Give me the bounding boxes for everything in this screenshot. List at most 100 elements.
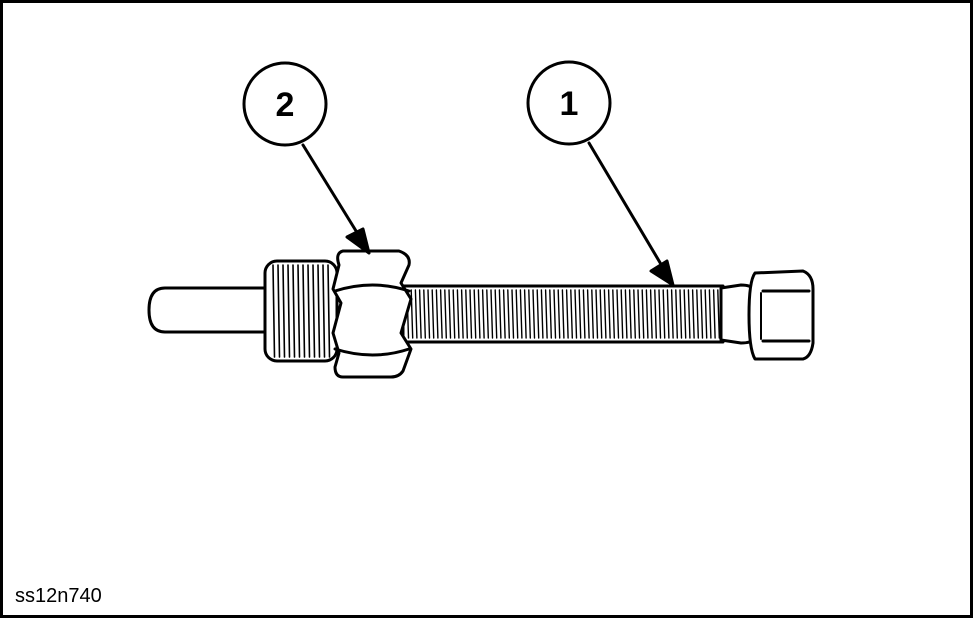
thread-line — [282, 264, 286, 358]
thread-line — [654, 289, 657, 339]
callout-2-circle — [242, 61, 328, 147]
thread-line — [507, 289, 510, 339]
thread-line — [490, 289, 494, 339]
thread-line — [448, 289, 452, 339]
hex-nut-face-top — [333, 283, 411, 293]
callout-2-leader — [301, 143, 363, 241]
tool-illustration: 2 1 — [147, 60, 815, 379]
thread-line — [327, 264, 331, 358]
thread-line — [456, 289, 460, 339]
thread-line — [477, 289, 481, 339]
thread-line — [469, 289, 473, 339]
thread-line — [658, 289, 662, 339]
callout-2-arrowhead — [345, 227, 371, 255]
rod-threads — [406, 289, 720, 339]
thread-line — [511, 289, 515, 339]
thread-line — [553, 289, 557, 339]
thread-line — [292, 264, 296, 358]
thread-line — [704, 289, 708, 339]
thread-line — [473, 289, 477, 339]
thread-line — [532, 289, 536, 339]
thread-line — [498, 289, 502, 339]
thread-line — [557, 289, 561, 339]
hex-nut-face-bottom — [333, 347, 411, 357]
thread-line — [586, 289, 590, 339]
thread-line — [620, 289, 624, 339]
thread-line — [452, 289, 456, 339]
thread-line — [570, 289, 573, 339]
thread-line — [481, 289, 485, 339]
thread-line — [317, 264, 321, 358]
thread-line — [322, 264, 326, 358]
thread-line — [272, 264, 276, 358]
thread-line — [691, 289, 695, 339]
thread-line — [696, 289, 699, 339]
threaded-collar — [263, 259, 339, 363]
thread-line — [582, 289, 586, 339]
thread-line — [683, 289, 687, 339]
thread-line — [662, 289, 666, 339]
thread-line — [666, 289, 670, 339]
thread-line — [574, 289, 578, 339]
thread-line — [637, 289, 641, 339]
thread-line — [297, 264, 301, 358]
thread-line — [679, 289, 683, 339]
thread-line — [302, 264, 306, 358]
thread-line — [423, 289, 426, 339]
thread-line — [465, 289, 468, 339]
thread-line — [599, 289, 603, 339]
thread-line — [675, 289, 678, 339]
thread-line — [435, 289, 439, 339]
thread-line — [536, 289, 540, 339]
thread-line — [277, 264, 281, 358]
thread-line — [540, 289, 544, 339]
thread-line — [624, 289, 628, 339]
thread-line — [431, 289, 435, 339]
collar-threads — [272, 264, 331, 358]
thread-line — [607, 289, 611, 339]
callout-1-leader — [587, 141, 667, 273]
thread-line — [312, 264, 316, 358]
thread-line — [612, 289, 615, 339]
thread-line — [700, 289, 704, 339]
thread-line — [502, 289, 506, 339]
thread-line — [649, 289, 653, 339]
thread-line — [565, 289, 569, 339]
thread-line — [439, 289, 443, 339]
thread-line — [591, 289, 594, 339]
thread-line — [628, 289, 632, 339]
thread-line — [549, 289, 552, 339]
thread-line — [444, 289, 447, 339]
thread-line — [427, 289, 431, 339]
thread-line — [414, 289, 418, 339]
thread-line — [641, 289, 645, 339]
thread-line — [460, 289, 464, 339]
thread-line — [515, 289, 519, 339]
thread-line — [603, 289, 607, 339]
thread-line — [528, 289, 531, 339]
callout-1-circle — [526, 60, 612, 146]
thread-line — [717, 289, 720, 339]
bolt-head — [747, 269, 815, 361]
thread-line — [494, 289, 498, 339]
thread-line — [708, 289, 712, 339]
thread-line — [712, 289, 716, 339]
thread-line — [523, 289, 527, 339]
thread-line — [616, 289, 620, 339]
thread-line — [633, 289, 636, 339]
thread-line — [307, 264, 311, 358]
thread-line — [595, 289, 599, 339]
figure-id: ss12n740 — [15, 585, 102, 607]
pilot-pin — [147, 286, 273, 334]
thread-line — [687, 289, 691, 339]
thread-line — [561, 289, 565, 339]
thread-line — [578, 289, 582, 339]
callout-1-arrowhead — [649, 259, 675, 287]
thread-line — [418, 289, 422, 339]
thread-line — [670, 289, 674, 339]
hex-nut — [331, 249, 413, 379]
thread-line — [486, 289, 489, 339]
callout-2-label: 2 — [276, 86, 295, 124]
thread-line — [519, 289, 523, 339]
